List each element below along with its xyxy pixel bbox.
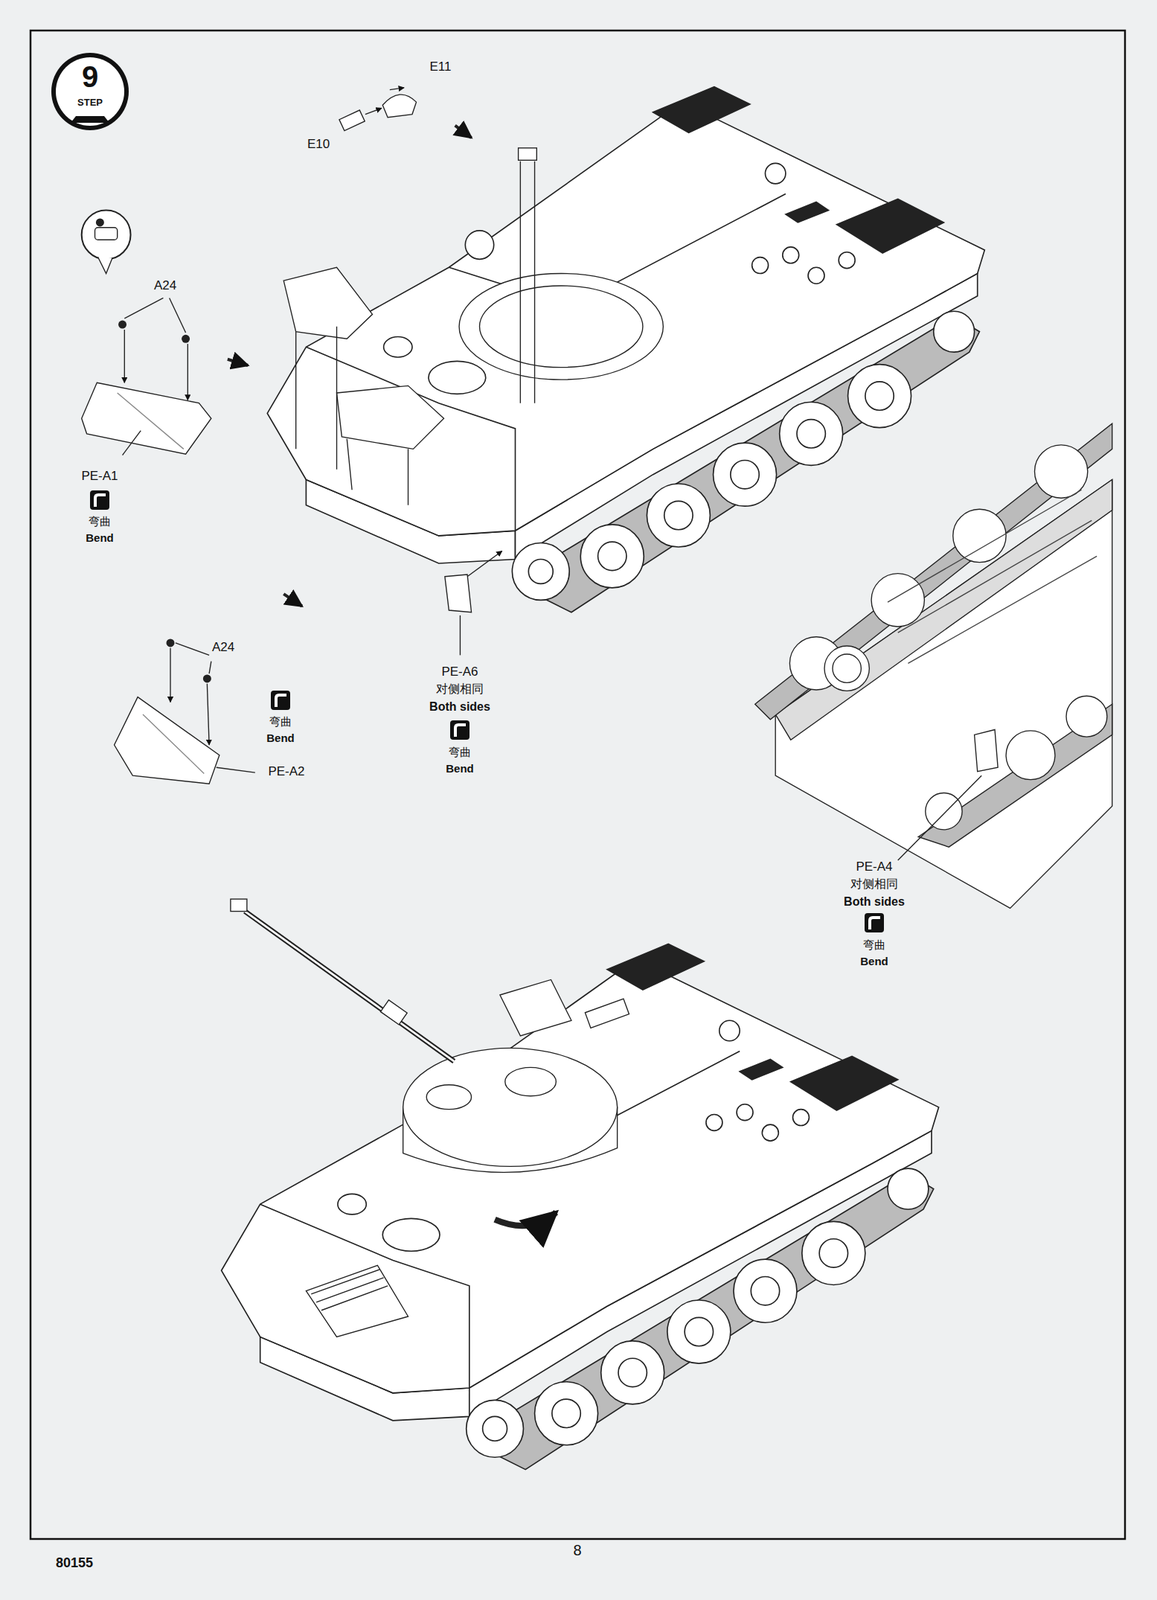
- part-callout: PE-A6: [439, 664, 480, 680]
- step-badge-text: 9: [80, 59, 100, 94]
- part-callout: 弯曲: [447, 745, 473, 759]
- part-callout: A24: [152, 278, 178, 294]
- part-callout: 弯曲: [861, 938, 887, 951]
- part-callout: E11: [428, 59, 454, 75]
- part-callout: Bend: [84, 531, 116, 544]
- part-callout: 弯曲: [267, 715, 294, 728]
- part-callout: Bend: [444, 761, 476, 775]
- page-footer-text: 80155: [54, 1555, 95, 1571]
- step-badge-text: STEP: [75, 97, 105, 109]
- part-callout: A24: [210, 639, 236, 655]
- part-callout: PE-A2: [266, 764, 306, 780]
- part-callout: Both sides: [842, 895, 907, 909]
- part-callout: E10: [305, 136, 332, 152]
- part-callout: PE-A1: [79, 468, 120, 484]
- page-footer-text: 8: [571, 1541, 583, 1559]
- part-callout: Bend: [264, 731, 297, 745]
- part-callout: Bend: [858, 954, 890, 968]
- part-callout: 对侧相同: [848, 877, 900, 891]
- part-callout: 弯曲: [87, 514, 113, 528]
- part-callout: 对侧相同: [434, 682, 486, 696]
- part-callout: PE-A4: [854, 859, 894, 875]
- part-callout: Both sides: [427, 700, 492, 714]
